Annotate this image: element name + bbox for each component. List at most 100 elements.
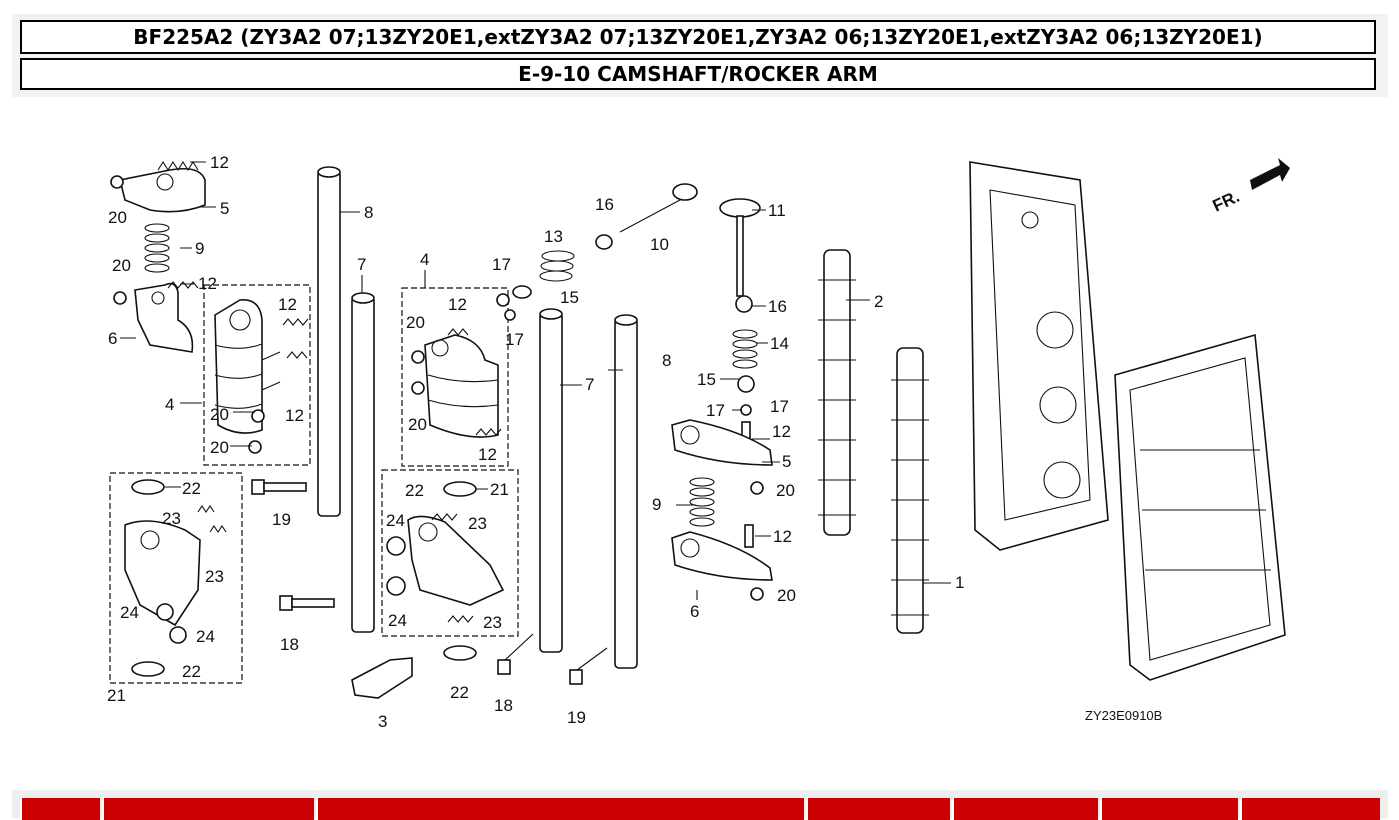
spring-14	[732, 329, 758, 369]
callout: 16	[595, 195, 614, 214]
camshaft-1	[891, 347, 929, 634]
callout: 24	[196, 627, 215, 646]
callout: 23	[468, 514, 487, 533]
seal-16b	[735, 295, 753, 313]
callout: 17	[505, 330, 524, 349]
callout: 11	[768, 201, 786, 220]
callout: 7	[585, 375, 594, 394]
callout: 20	[210, 405, 229, 424]
bolt-18-center	[497, 633, 534, 675]
callout: 16	[768, 297, 787, 316]
callout: 9	[195, 239, 204, 258]
callout: 22	[405, 481, 424, 500]
callout: 4	[165, 395, 174, 414]
callout: 23	[205, 567, 224, 586]
bolt-19-left	[251, 479, 307, 495]
rocker-arm-6-right	[671, 531, 773, 581]
callout: 15	[697, 370, 716, 389]
assembly-box-21-center	[381, 469, 519, 637]
callout: 19	[567, 708, 586, 727]
callout: 1	[955, 573, 964, 592]
table-header-cell	[952, 798, 1098, 820]
callout: 24	[386, 511, 405, 530]
callout: 20	[406, 313, 425, 332]
callout: 20	[112, 256, 131, 275]
rocker-assembly-4-center	[424, 334, 499, 438]
callout: 9	[652, 495, 661, 514]
table-header-cell	[1100, 798, 1238, 820]
callout: 3	[378, 712, 387, 731]
callout: 12	[210, 153, 229, 172]
parts-table-header-bar	[12, 790, 1388, 820]
table-header-cell	[316, 798, 804, 820]
cylinder-head-rear	[969, 161, 1109, 551]
bolt-19-center	[569, 647, 608, 685]
spring-9-right	[689, 477, 715, 527]
nut-20-mid	[113, 291, 127, 305]
callout: 20	[210, 438, 229, 457]
callout: 2	[874, 292, 883, 311]
assembly-box-21-left	[109, 472, 243, 684]
callout: 20	[776, 481, 795, 500]
valve-11	[719, 198, 761, 297]
table-header-cell	[1240, 798, 1380, 820]
callout: 18	[494, 696, 513, 715]
nut-20-top	[110, 175, 124, 189]
callout: 15	[560, 288, 579, 307]
rocker-arm-6-left	[134, 282, 194, 353]
parts-diagram-svg: FR. 12 5 20 9 20 12 6 12 4 20 12	[107, 153, 1290, 731]
callout: 12	[285, 406, 304, 425]
keeper-17c	[740, 404, 752, 416]
rocker-assembly-4-left	[214, 299, 281, 434]
seal-16a	[595, 234, 613, 250]
callout: 12	[448, 295, 467, 314]
callout: 8	[662, 351, 671, 370]
callout: 21	[107, 686, 126, 705]
spring-9-left	[144, 223, 170, 273]
callout: 19	[272, 510, 291, 529]
header-panel: BF225A2 (ZY3A2 07;13ZY20E1,extZY3A2 07;1…	[12, 14, 1388, 97]
rocker-arm-5-left	[119, 167, 206, 213]
callout: 12	[773, 527, 792, 546]
assembly-box-4-center	[401, 287, 509, 467]
rocker-shaft-7-left	[351, 292, 375, 633]
callout: 12	[772, 422, 791, 441]
callout: 13	[544, 227, 563, 246]
rocker-shaft-8-left	[317, 166, 341, 517]
drawing-code: ZY23E0910B	[1085, 708, 1162, 723]
callout: 5	[782, 452, 791, 471]
rocker-arm-5-right	[671, 419, 773, 466]
section-title: E-9-10 CAMSHAFT/ROCKER ARM	[20, 58, 1376, 90]
callout: 14	[770, 334, 789, 353]
camshaft-2	[818, 249, 856, 536]
callout: 17	[706, 401, 725, 420]
callout: 12	[198, 274, 217, 293]
table-header-cell	[102, 798, 314, 820]
front-arrow-icon	[1250, 158, 1290, 190]
callout: 24	[388, 611, 407, 630]
table-header-cell	[20, 798, 100, 820]
rocker-shaft-8-center	[614, 314, 638, 669]
callout: 6	[690, 602, 699, 621]
callout: 17	[492, 255, 511, 274]
front-marker: FR.	[1210, 187, 1243, 216]
rocker-holder-21-center	[407, 515, 505, 606]
assembly-box-4-left	[203, 284, 311, 466]
callout: 10	[650, 235, 669, 254]
callout: 5	[220, 199, 229, 218]
cylinder-head-front	[1114, 333, 1286, 681]
callout: 22	[182, 479, 201, 498]
callout: 24	[120, 603, 139, 622]
callout: 20	[777, 586, 796, 605]
callout: 12	[278, 295, 297, 314]
keeper-17b	[504, 309, 516, 321]
callout: 20	[108, 208, 127, 227]
parts-diagram: FR. 12 5 20 9 20 12 6 12 4 20 12	[0, 120, 1399, 760]
callout: 23	[483, 613, 502, 632]
valve-10	[619, 183, 698, 233]
model-title: BF225A2 (ZY3A2 07;13ZY20E1,extZY3A2 07;1…	[20, 20, 1376, 54]
callout: 18	[280, 635, 299, 654]
rocker-shaft-7-center	[539, 308, 563, 653]
callout: 22	[450, 683, 469, 702]
callout: 8	[364, 203, 373, 222]
